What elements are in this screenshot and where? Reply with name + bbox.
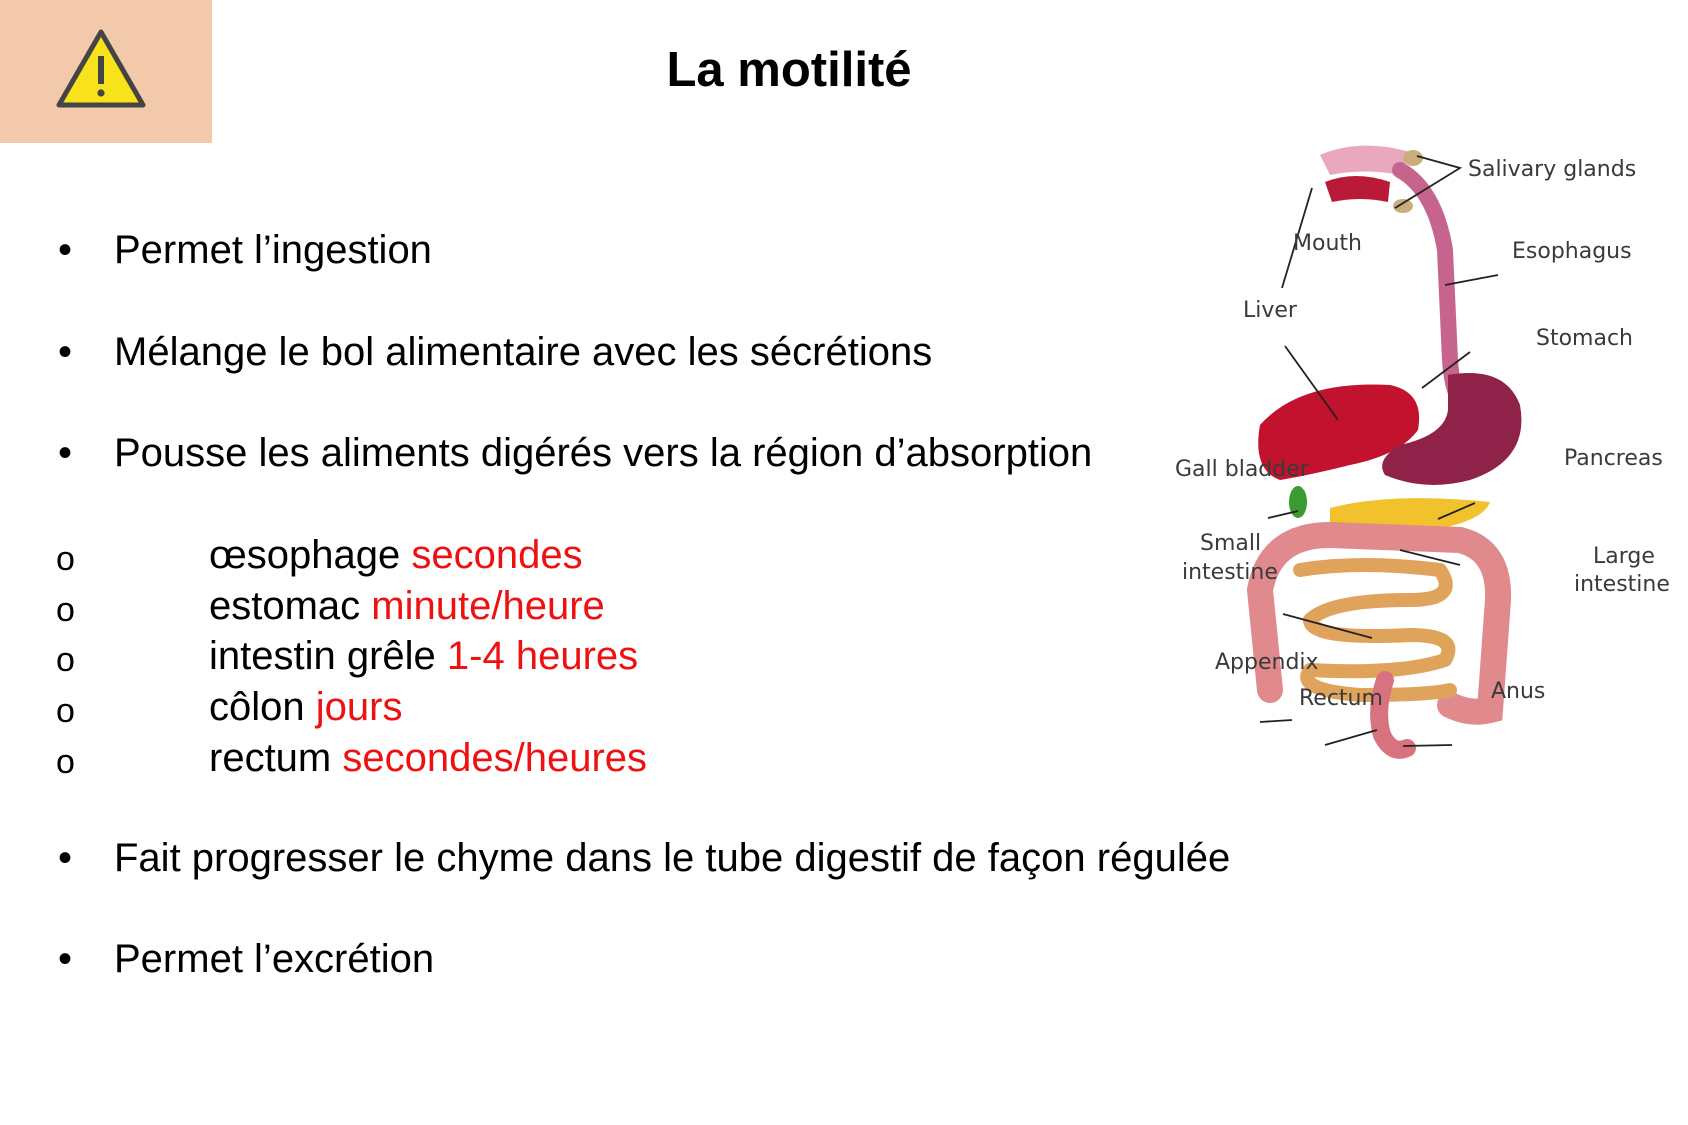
- warning-triangle-icon: [56, 29, 146, 108]
- gall-bladder-shape: [1289, 486, 1307, 518]
- salivary-gland-shape: [1403, 150, 1423, 166]
- page-title: La motilité: [666, 43, 912, 97]
- liver-shape: [1258, 384, 1420, 480]
- label-mouth: Mouth: [1293, 231, 1362, 256]
- stomach-shape: [1382, 373, 1522, 485]
- salivary-gland-shape: [1393, 199, 1413, 213]
- large-intestine-shape: [1246, 521, 1512, 725]
- bullet-text: Mélange le bol alimentaire avec les sécr…: [114, 330, 933, 374]
- transit-time: minute/heure: [371, 584, 605, 628]
- sub-bullet-symbol: o: [56, 692, 75, 730]
- sub-bullet-symbol: o: [56, 743, 75, 781]
- digestive-system-diagram: Salivary glands Mouth Esophagus Liver St…: [1175, 145, 1670, 759]
- bullet-symbol: •: [58, 836, 73, 880]
- bullet-symbol: •: [58, 431, 73, 475]
- label-large-intestine: intestine: [1574, 572, 1670, 597]
- label-liver: Liver: [1243, 298, 1298, 323]
- bullet-text: Fait progresser le chyme dans le tube di…: [114, 836, 1231, 880]
- label-rectum: Rectum: [1299, 686, 1383, 711]
- bullet-text: Pousse les aliments digérés vers la régi…: [114, 431, 1093, 475]
- bullet-symbol: •: [58, 330, 73, 374]
- transit-time: 1-4 heures: [446, 634, 639, 678]
- label-anus: Anus: [1491, 679, 1545, 704]
- organ-name: estomac: [209, 584, 361, 628]
- sub-bullet-symbol: o: [56, 540, 75, 578]
- tongue-shape: [1325, 176, 1390, 202]
- label-stomach: Stomach: [1536, 326, 1633, 351]
- sub-bullet-symbol: o: [56, 591, 75, 629]
- transit-time: secondes/heures: [342, 736, 648, 780]
- label-large-intestine: Large: [1593, 544, 1655, 569]
- bullet-text: Permet l’excrétion: [114, 937, 435, 981]
- warning-box: [0, 0, 212, 143]
- label-esophagus: Esophagus: [1512, 239, 1632, 264]
- rectum-shape: [1370, 671, 1416, 759]
- bullet-text: Permet l’ingestion: [114, 228, 432, 272]
- organ-name: intestin grêle: [209, 634, 436, 678]
- label-pancreas: Pancreas: [1564, 446, 1663, 471]
- transit-time: jours: [315, 685, 403, 729]
- transit-time: secondes: [411, 533, 583, 577]
- mouth-shape: [1320, 145, 1410, 175]
- label-salivary-glands: Salivary glands: [1468, 157, 1636, 182]
- label-appendix: Appendix: [1215, 650, 1319, 675]
- bullet-symbol: •: [58, 937, 73, 981]
- sub-bullet-symbol: o: [56, 641, 75, 679]
- organ-name: rectum: [209, 736, 332, 780]
- organ-name: côlon: [209, 685, 305, 729]
- label-gall-bladder: Gall bladder: [1175, 457, 1310, 482]
- small-intestine-shape: [1293, 558, 1457, 702]
- bullet-symbol: •: [58, 228, 73, 272]
- label-small-intestine: intestine: [1182, 560, 1278, 585]
- label-small-intestine: Small: [1200, 531, 1261, 556]
- organ-name: œsophage: [209, 533, 401, 577]
